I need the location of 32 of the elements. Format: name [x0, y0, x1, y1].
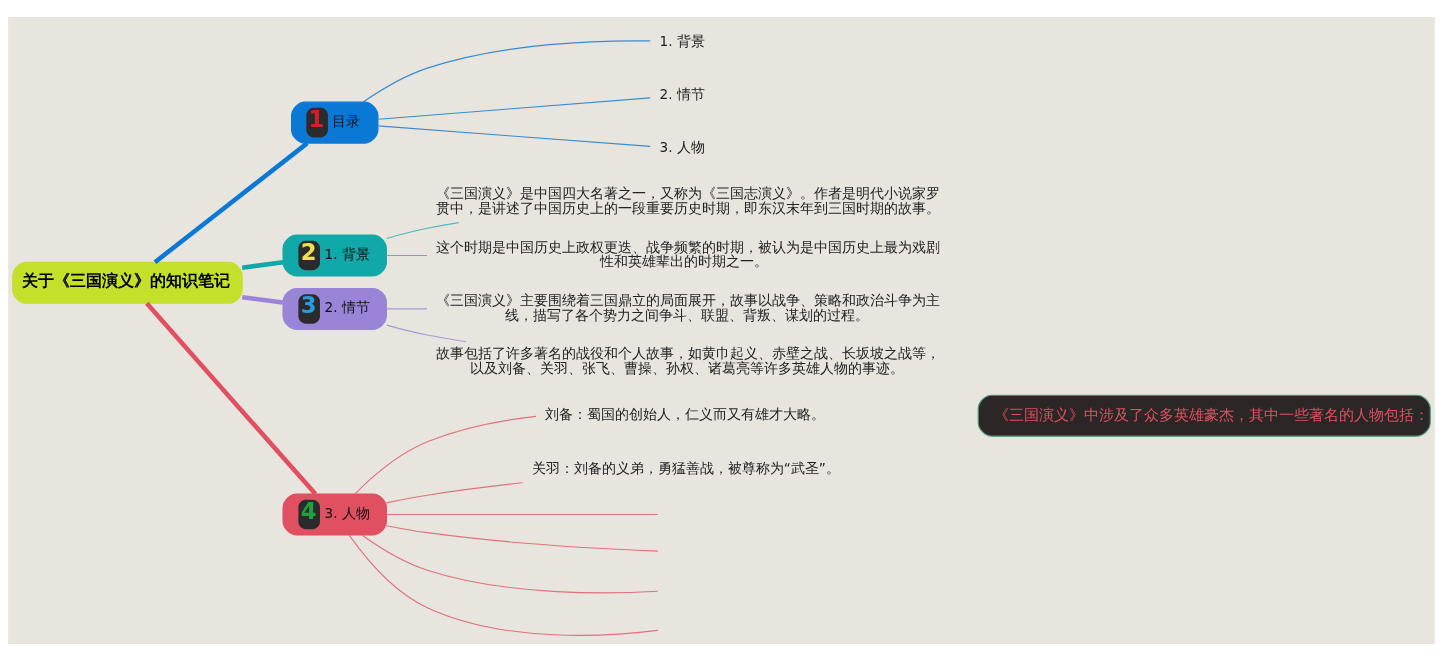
- node-text: 关羽：刘备的义弟，勇猛善战，被尊称为“武圣”。: [531, 459, 840, 476]
- connector: [385, 481, 523, 503]
- node-text: 《三国演义》主要围绕着三国鼎立的局面展开，故事以战争、策略和政治斗争为主线，描写了各个势力之间争斗、联盟、背叛、谋划的过程。: [436, 291, 941, 323]
- connector: [385, 307, 428, 309]
- connector: [348, 534, 659, 636]
- connector: [145, 301, 318, 495]
- connector: [241, 294, 284, 305]
- connector: [361, 534, 659, 593]
- connector: [377, 124, 651, 147]
- node-text: 这个时期是中国历史上政权更迭、战争频繁的时期，被认为是中国历史上最为戏剧性和英雄辈出的时期之一。: [436, 238, 941, 269]
- connector: [385, 513, 659, 515]
- node-text: 《三国演义》是中国四大名著之一，又称为《三国志演义》。作者是明代小说家罗贯中，是讲述了中国历史上的一段重要历史时期，即东汉末年到三国时期的故事。: [436, 184, 941, 216]
- connector: [386, 324, 467, 342]
- node-box: 《三国演义》中涉及了众多英雄豪杰，其中一些著名的人物包括：: [977, 394, 1431, 437]
- node-text: 1. 背景: [659, 32, 705, 49]
- node-box: 1 目录: [291, 101, 379, 144]
- connector: [385, 254, 428, 256]
- connector: [241, 259, 284, 270]
- connector: [377, 96, 651, 120]
- connector: [153, 140, 309, 264]
- connector: [386, 221, 460, 239]
- node-text: 刘备：蜀国的创始人，仁义而又有雄才大略。: [545, 405, 826, 422]
- node-box: 4 3. 人物: [282, 493, 387, 536]
- connector: [354, 415, 537, 495]
- connector: [362, 39, 651, 103]
- node-text: 故事包括了许多著名的战役和个人故事，如黄巾起义、赤壁之战、长坂坡之战等，以及刘备、关羽、张飞、曹操、孙权、诸葛亮等许多英雄人物的事迹。: [436, 344, 941, 376]
- node-text: 3. 人物: [659, 138, 705, 155]
- node-box: 关于《三国演义》的知识笔记: [12, 261, 243, 304]
- connector: [385, 524, 659, 552]
- node-box: 3 2. 情节: [282, 287, 387, 330]
- node-box: 2 1. 背景: [282, 234, 387, 277]
- node-text: 2. 情节: [659, 85, 705, 102]
